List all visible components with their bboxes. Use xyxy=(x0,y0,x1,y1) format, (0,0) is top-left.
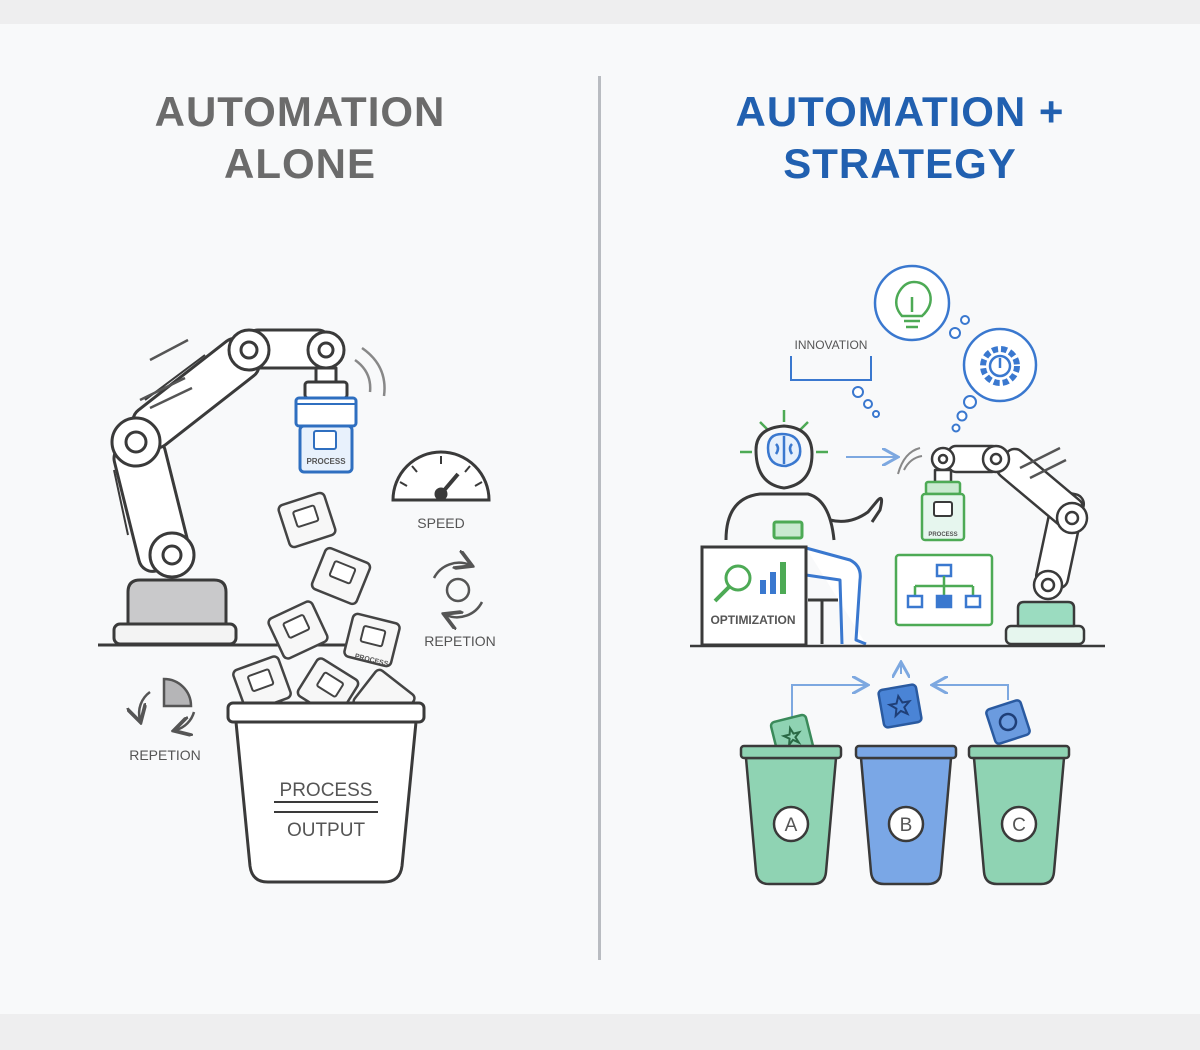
right-title-line2: STRATEGY xyxy=(783,140,1017,187)
bottom-strip xyxy=(0,1014,1200,1050)
bin-b xyxy=(854,744,958,886)
innovation-bracket xyxy=(790,356,872,381)
repetition-label-left: REPETION xyxy=(129,747,201,763)
bin-a xyxy=(739,744,843,886)
gear-icon xyxy=(962,327,1038,403)
optimization-label: OPTIMIZATION xyxy=(710,613,795,627)
bin-a-label: A xyxy=(785,815,798,836)
right-title-line1: AUTOMATION + xyxy=(735,88,1065,135)
flowchart-icon xyxy=(894,553,994,627)
repetition-label-right: REPETION xyxy=(424,633,496,649)
sorting-arrows xyxy=(791,664,1009,718)
innovation-label: INNOVATION xyxy=(795,338,868,352)
robot-arm-icon xyxy=(98,328,390,647)
gripper-box-label: PROCESS xyxy=(306,457,346,466)
cycle-arrows-icon xyxy=(432,563,484,618)
right-panel-title: AUTOMATION + STRATEGY xyxy=(690,86,1110,190)
magnifier-icon xyxy=(700,545,808,647)
bin-c-label: C xyxy=(1012,815,1026,836)
speed-label: SPEED xyxy=(417,515,464,531)
left-panel-title: AUTOMATION ALONE xyxy=(95,86,505,190)
left-title-line2: ALONE xyxy=(224,140,376,187)
panel-divider xyxy=(598,76,601,960)
bin-label-bottom: OUTPUT xyxy=(287,820,366,841)
falling-process-boxes xyxy=(232,491,416,732)
speedometer-icon xyxy=(391,450,491,502)
cycle-arrows-icon xyxy=(139,677,196,730)
bin-b-label: B xyxy=(900,815,913,836)
thought-bubbles xyxy=(852,315,977,433)
person-figure xyxy=(724,424,884,646)
brain-icon xyxy=(740,410,828,468)
left-title-line1: AUTOMATION xyxy=(154,88,446,135)
right-gripper-box-label: PROCESS xyxy=(928,532,957,538)
bin-c xyxy=(967,744,1071,886)
lightbulb-icon xyxy=(873,264,951,342)
robot-arm-icon xyxy=(897,444,1089,646)
output-bin xyxy=(226,701,426,884)
bin-label-top: PROCESS xyxy=(280,780,373,801)
